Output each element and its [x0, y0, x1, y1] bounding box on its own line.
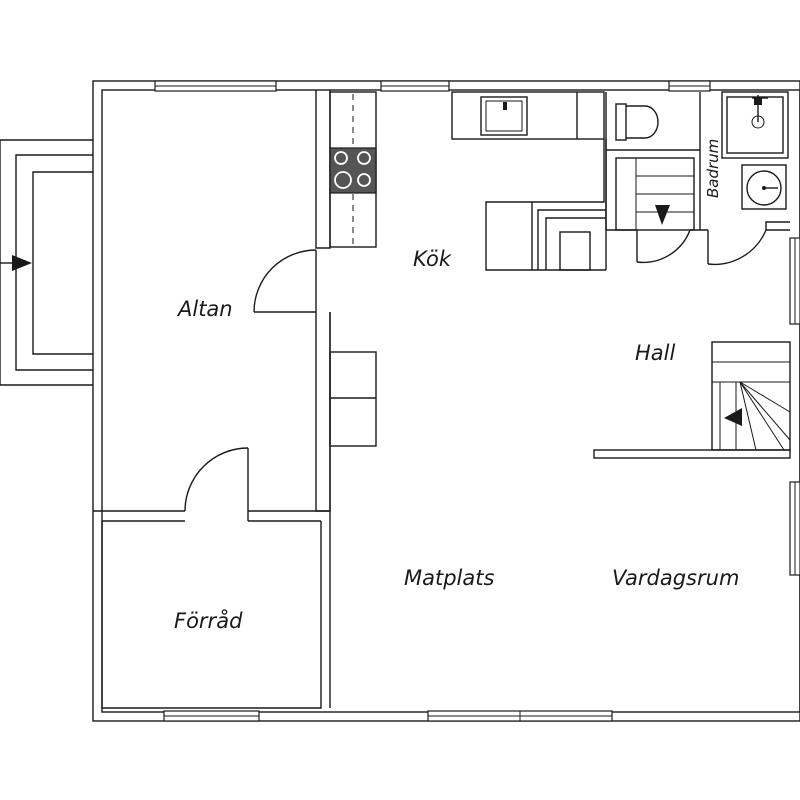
stairs-hall [711, 341, 791, 451]
window-bottom-forrad [163, 710, 260, 722]
room-label-badrum: Badrum [704, 139, 722, 198]
room-label-kok: Kök [413, 247, 452, 271]
window-top-altan [154, 80, 277, 92]
door-bath-left [636, 229, 691, 264]
room-label-vardagsrum: Vardagsrum [612, 566, 739, 590]
sink-icon [480, 96, 528, 136]
room-label-hall: Hall [635, 341, 675, 365]
entry-arrow-icon [12, 255, 32, 271]
room-label-matplats: Matplats [404, 566, 494, 590]
washbasin-icon [741, 164, 787, 210]
window-right-living [789, 481, 800, 576]
window-top-kitchen [380, 80, 450, 92]
window-top-bath [668, 80, 711, 92]
shower-icon [721, 91, 789, 159]
bathroom: Badrum [605, 91, 790, 231]
stairs-upper [615, 157, 695, 231]
doors [184, 229, 767, 521]
toilet-icon [615, 103, 659, 141]
window-bottom-living [427, 710, 613, 722]
stairs-arrow-icon [655, 205, 670, 225]
window-right-hall [789, 237, 800, 325]
stove-icon [329, 147, 377, 194]
door-forrad [184, 447, 249, 521]
room-labels: Altan Kök Hall Förråd Matplats Vardagsru… [174, 247, 739, 633]
kitchen [329, 91, 607, 271]
dining-counter [329, 351, 377, 447]
room-label-forrad: Förråd [174, 608, 243, 633]
door-altan-kitchen [253, 249, 317, 313]
stairs-hall-arrow-icon [724, 408, 742, 426]
room-label-altan: Altan [176, 297, 233, 321]
windows [154, 80, 800, 722]
entrance-steps [0, 139, 94, 386]
door-bath-right [707, 229, 767, 266]
